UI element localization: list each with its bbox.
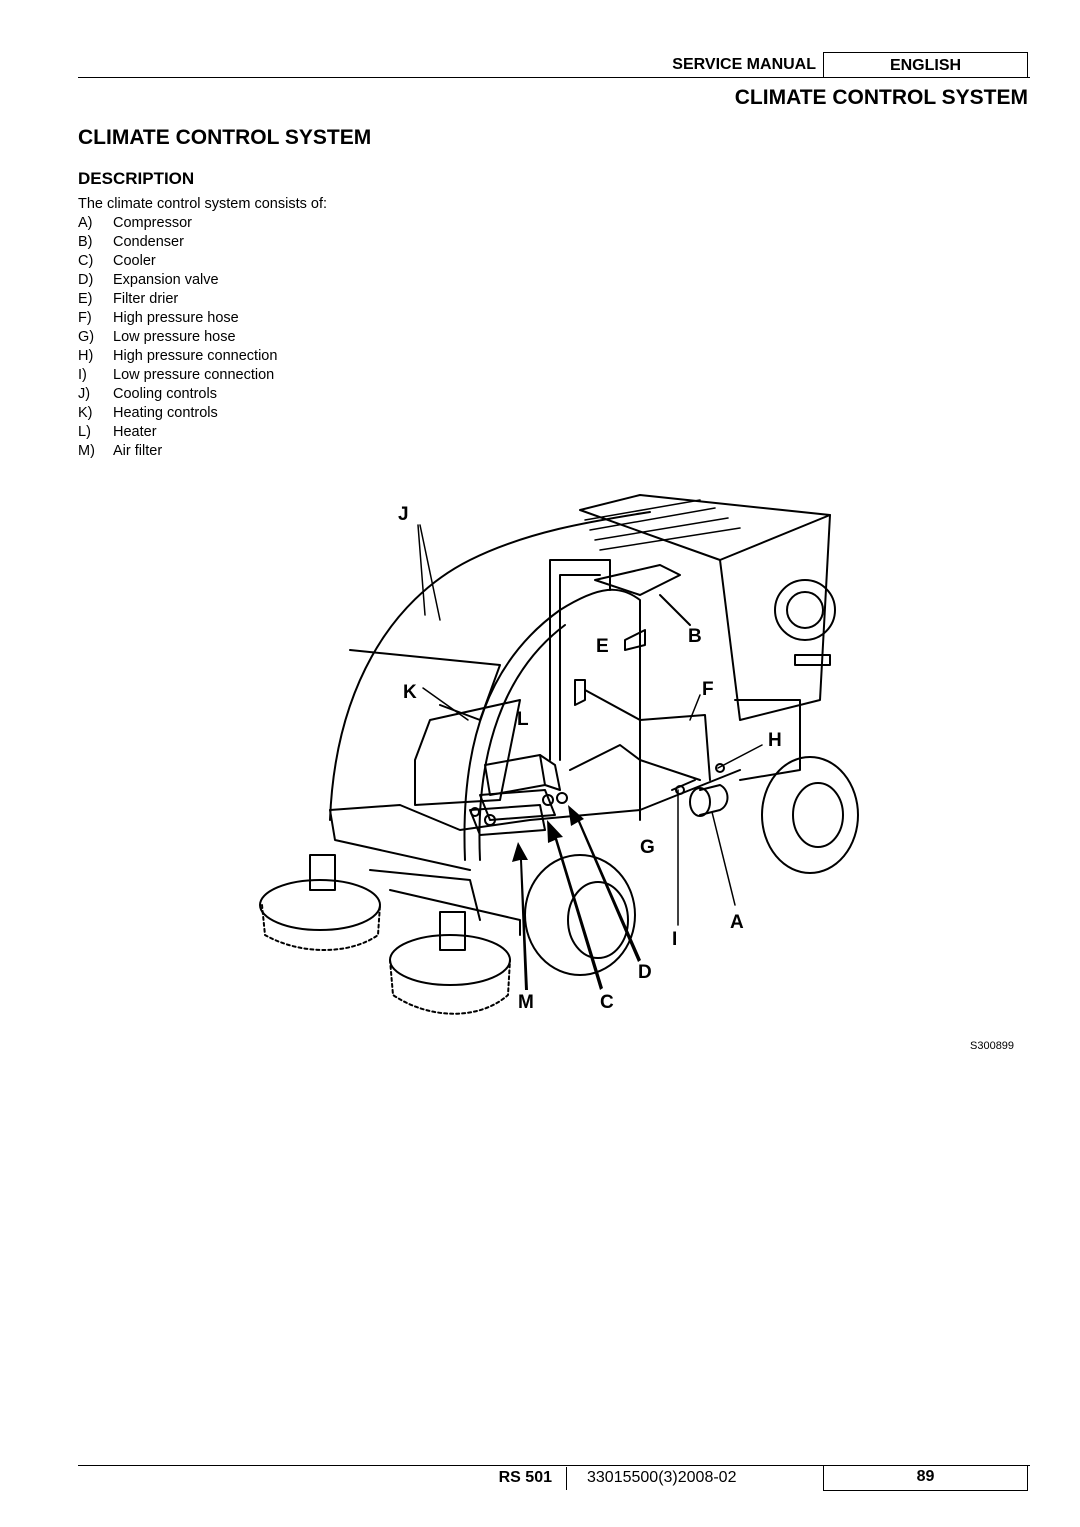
list-item: I) Low pressure connection (78, 366, 277, 385)
callout-m: M (518, 992, 534, 1013)
list-item: L) Heater (78, 423, 277, 442)
list-label: Filter drier (113, 291, 179, 307)
list-item: M) Air filter (78, 442, 277, 461)
callout-i: I (672, 929, 677, 950)
list-label: Heater (113, 424, 157, 440)
list-item: C) Cooler (78, 252, 277, 271)
callout-h: H (768, 730, 782, 751)
list-label: Cooling controls (113, 386, 217, 402)
callout-a: A (730, 912, 744, 933)
footer-separator (566, 1467, 567, 1490)
document-number: 33015500(3)2008-02 (587, 1469, 737, 1486)
sweeper-illustration: J E B K F L H G A I D M C (259, 494, 859, 1015)
list-key: B) (78, 234, 93, 250)
list-label: Compressor (113, 215, 192, 231)
list-item: F) High pressure hose (78, 309, 277, 328)
right-brush (389, 934, 511, 986)
list-item: B) Condenser (78, 233, 277, 252)
list-key: C) (78, 253, 94, 269)
list-key: F) (78, 310, 92, 326)
compressor (699, 784, 729, 816)
callout-b: B (688, 626, 702, 647)
cab-canopy (329, 511, 651, 821)
door-frame (463, 588, 641, 861)
callout-e: E (596, 636, 609, 657)
callout-c: C (600, 992, 614, 1013)
list-label: High pressure hose (113, 310, 239, 326)
list-item: J) Cooling controls (78, 385, 277, 404)
rear-wheel (761, 756, 859, 874)
front-wheel (524, 854, 636, 976)
language-box: ENGLISH (823, 52, 1028, 77)
manual-label: SERVICE MANUAL (672, 56, 816, 73)
list-item: E) Filter drier (78, 290, 277, 309)
page-number: 89 (823, 1465, 1028, 1491)
figure-code: S300899 (970, 1040, 1015, 1052)
left-brush (259, 879, 381, 931)
list-item: G) Low pressure hose (78, 328, 277, 347)
list-item: D) Expansion valve (78, 271, 277, 290)
list-key: L) (78, 424, 91, 440)
callout-d: D (638, 962, 652, 983)
callout-g: G (640, 837, 655, 858)
callout-l: L (517, 709, 529, 730)
list-label: Condenser (113, 234, 184, 250)
list-key: K) (78, 405, 93, 421)
section-subtitle: DESCRIPTION (78, 169, 195, 188)
list-key: J) (78, 386, 91, 402)
callout-f: F (702, 679, 714, 700)
list-label: Expansion valve (113, 272, 219, 288)
callout-arrows (512, 805, 641, 990)
component-list: A) Compressor B) Condenser C) Cooler D) Expa… (78, 214, 277, 461)
list-key: E) (78, 291, 93, 307)
list-key: D) (78, 272, 94, 288)
list-label: Cooler (113, 253, 156, 269)
model-number: RS 501 (498, 1469, 552, 1486)
footer-rule (78, 1465, 1030, 1466)
pipe-lower (569, 744, 701, 781)
callout-k: K (403, 682, 417, 703)
list-label: Air filter (113, 443, 163, 459)
heater-box (484, 754, 546, 796)
list-item: A) Compressor (78, 214, 277, 233)
chassis (329, 769, 741, 831)
list-item: H) High pressure connection (78, 347, 277, 366)
list-label: High pressure connection (113, 348, 278, 364)
list-key: M) (78, 443, 95, 459)
list-key: A) (78, 215, 93, 231)
list-key: H) (78, 348, 94, 364)
list-label: Heating controls (113, 405, 218, 421)
list-label: Low pressure connection (113, 367, 275, 383)
condenser-block (594, 564, 681, 596)
header-rule (78, 77, 1030, 78)
page-title: CLIMATE CONTROL SYSTEM (78, 126, 372, 149)
rear-fan (774, 579, 836, 641)
list-item: K) Heating controls (78, 404, 277, 423)
list-label: Low pressure hose (113, 329, 236, 345)
list-key: I) (78, 367, 87, 383)
section-title: CLIMATE CONTROL SYSTEM (734, 86, 1028, 109)
pipe-upper (549, 559, 611, 761)
callout-j: J (398, 504, 409, 525)
intro-text: The climate control system consists of: (78, 196, 327, 212)
list-key: G) (78, 329, 95, 345)
